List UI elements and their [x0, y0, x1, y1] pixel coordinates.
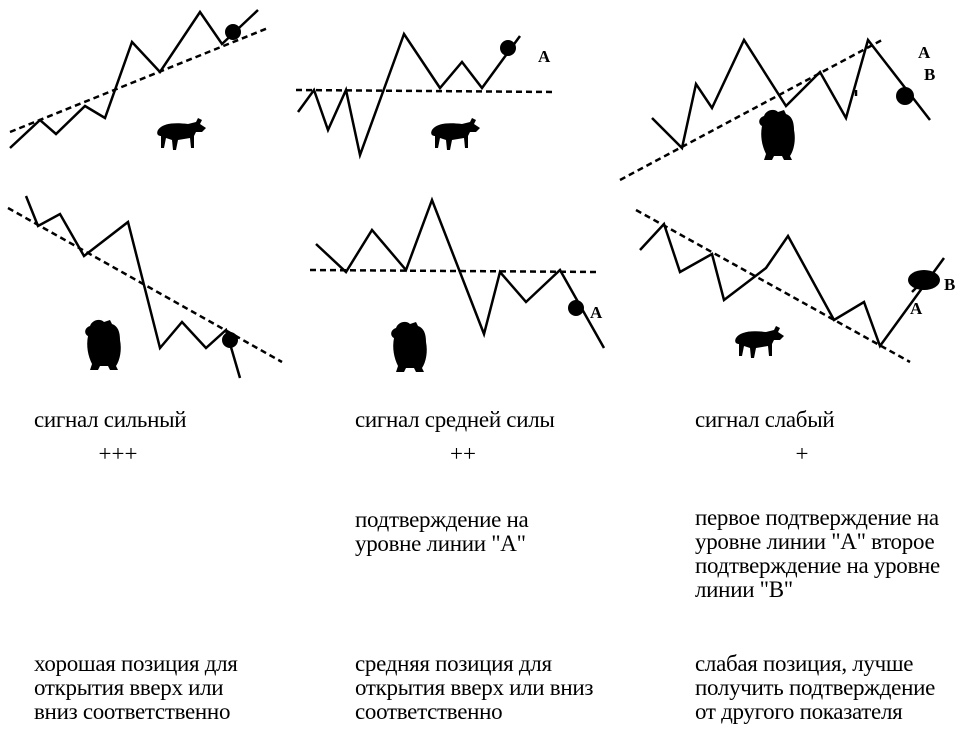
trend-line — [635, 208, 911, 364]
bull-icon — [431, 118, 480, 150]
signal-point — [225, 24, 241, 40]
label-a: A — [918, 43, 931, 62]
price-line — [651, 37, 931, 151]
price-line — [639, 221, 946, 349]
price-line — [315, 196, 606, 349]
signal-marks-medium: ++ — [450, 441, 476, 466]
signal-point — [222, 332, 238, 348]
signal-marks-strong: +++ — [98, 441, 138, 466]
panel-breakdown-medium — [309, 196, 606, 349]
bear-icon — [759, 109, 795, 160]
position-medium: средняя позиция для открытия вверх или в… — [355, 651, 594, 724]
panel-breakout-up-medium — [295, 31, 557, 160]
signal-diagram: A A B A A B — [7, 9, 955, 379]
price-line — [9, 9, 259, 149]
label-a: A — [590, 303, 603, 322]
signal-strength-strong: сигнал сильный — [34, 407, 187, 432]
signal-point — [908, 270, 940, 290]
signal-marks-weak: + — [795, 441, 809, 466]
confirmation-medium: подтверждение на уровне линии "A" — [355, 507, 529, 556]
label-b: B — [944, 275, 955, 294]
label-b: B — [924, 65, 935, 84]
confirmation-weak: первое подтверждение на уровне линии "A"… — [695, 505, 940, 602]
panel-uptrend-strong — [9, 9, 269, 149]
position-strong: хорошая позиция для открытия вверх или в… — [34, 651, 238, 724]
price-line — [24, 195, 242, 379]
signal-point — [896, 87, 914, 105]
signal-strength-weak: сигнал слабый — [695, 407, 835, 432]
signal-strength-medium: сигнал средней силы — [355, 407, 555, 432]
label-a: A — [538, 47, 551, 66]
support-line — [309, 268, 599, 274]
panel-downtrend-strong — [7, 195, 283, 379]
label-a: A — [910, 299, 923, 318]
signal-point — [568, 300, 584, 316]
position-weak: слабая позиция, лучше получить подтвержд… — [695, 651, 936, 724]
panel-uptrend-weak — [619, 37, 931, 182]
resistance-line — [295, 88, 557, 94]
bull-icon — [735, 326, 784, 358]
price-line — [296, 31, 522, 160]
panel-downtrend-weak — [635, 208, 946, 364]
trend-line — [9, 26, 269, 134]
signal-point — [500, 40, 516, 56]
bear-icon — [85, 319, 121, 370]
bull-icon — [157, 118, 206, 150]
bear-icon — [391, 321, 427, 372]
